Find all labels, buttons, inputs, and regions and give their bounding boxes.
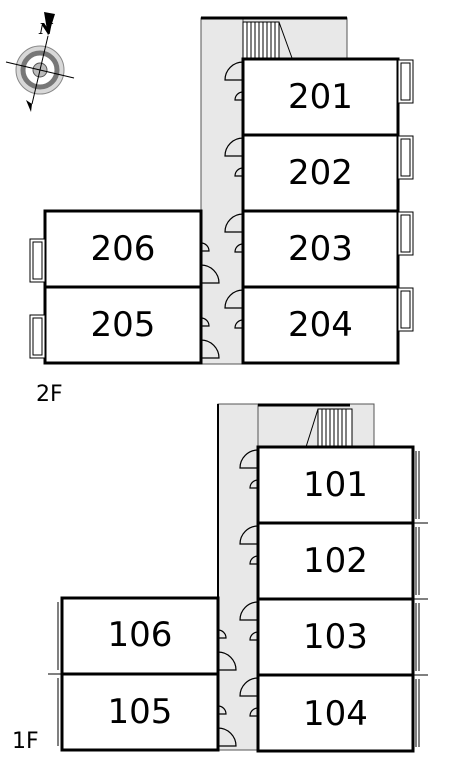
windows-1f bbox=[48, 451, 428, 747]
room-103 bbox=[256, 597, 415, 677]
room-204 bbox=[241, 285, 400, 365]
room-label: 102 bbox=[303, 541, 368, 581]
doors-1f bbox=[217, 449, 259, 747]
room-label: 203 bbox=[288, 229, 353, 269]
floor-label-1f: 1F bbox=[12, 729, 39, 754]
room-label: 204 bbox=[288, 305, 353, 345]
doors-2f bbox=[200, 61, 244, 359]
stair-landing-1f bbox=[257, 403, 375, 448]
room-101 bbox=[256, 445, 415, 525]
room-label: 103 bbox=[303, 617, 368, 657]
room-label: 205 bbox=[90, 305, 156, 345]
room-105 bbox=[60, 672, 220, 752]
corridor-2f bbox=[200, 17, 244, 365]
room-label: 104 bbox=[303, 694, 368, 734]
room-203 bbox=[241, 209, 400, 289]
room-label: 106 bbox=[107, 615, 173, 655]
room-202 bbox=[241, 133, 400, 213]
compass-north-label: N bbox=[39, 20, 53, 38]
floor-label-2f: 2F bbox=[36, 382, 63, 407]
room-104 bbox=[256, 673, 415, 753]
room-label: 105 bbox=[107, 692, 173, 732]
room-label: 202 bbox=[288, 153, 353, 193]
room-106 bbox=[60, 596, 220, 676]
room-label: 101 bbox=[303, 465, 368, 505]
room-201 bbox=[241, 57, 400, 137]
corridor-1f bbox=[217, 403, 259, 751]
balconies-2f-left bbox=[29, 238, 46, 359]
room-205 bbox=[43, 285, 203, 365]
room-label: 206 bbox=[90, 229, 156, 269]
balconies-2f-right bbox=[397, 59, 414, 332]
room-102 bbox=[256, 521, 415, 601]
room-label: 201 bbox=[288, 77, 353, 117]
floor-1f bbox=[48, 403, 428, 753]
stairs-1f bbox=[305, 408, 353, 448]
compass-icon bbox=[5, 12, 75, 112]
floor-2f bbox=[29, 16, 414, 365]
